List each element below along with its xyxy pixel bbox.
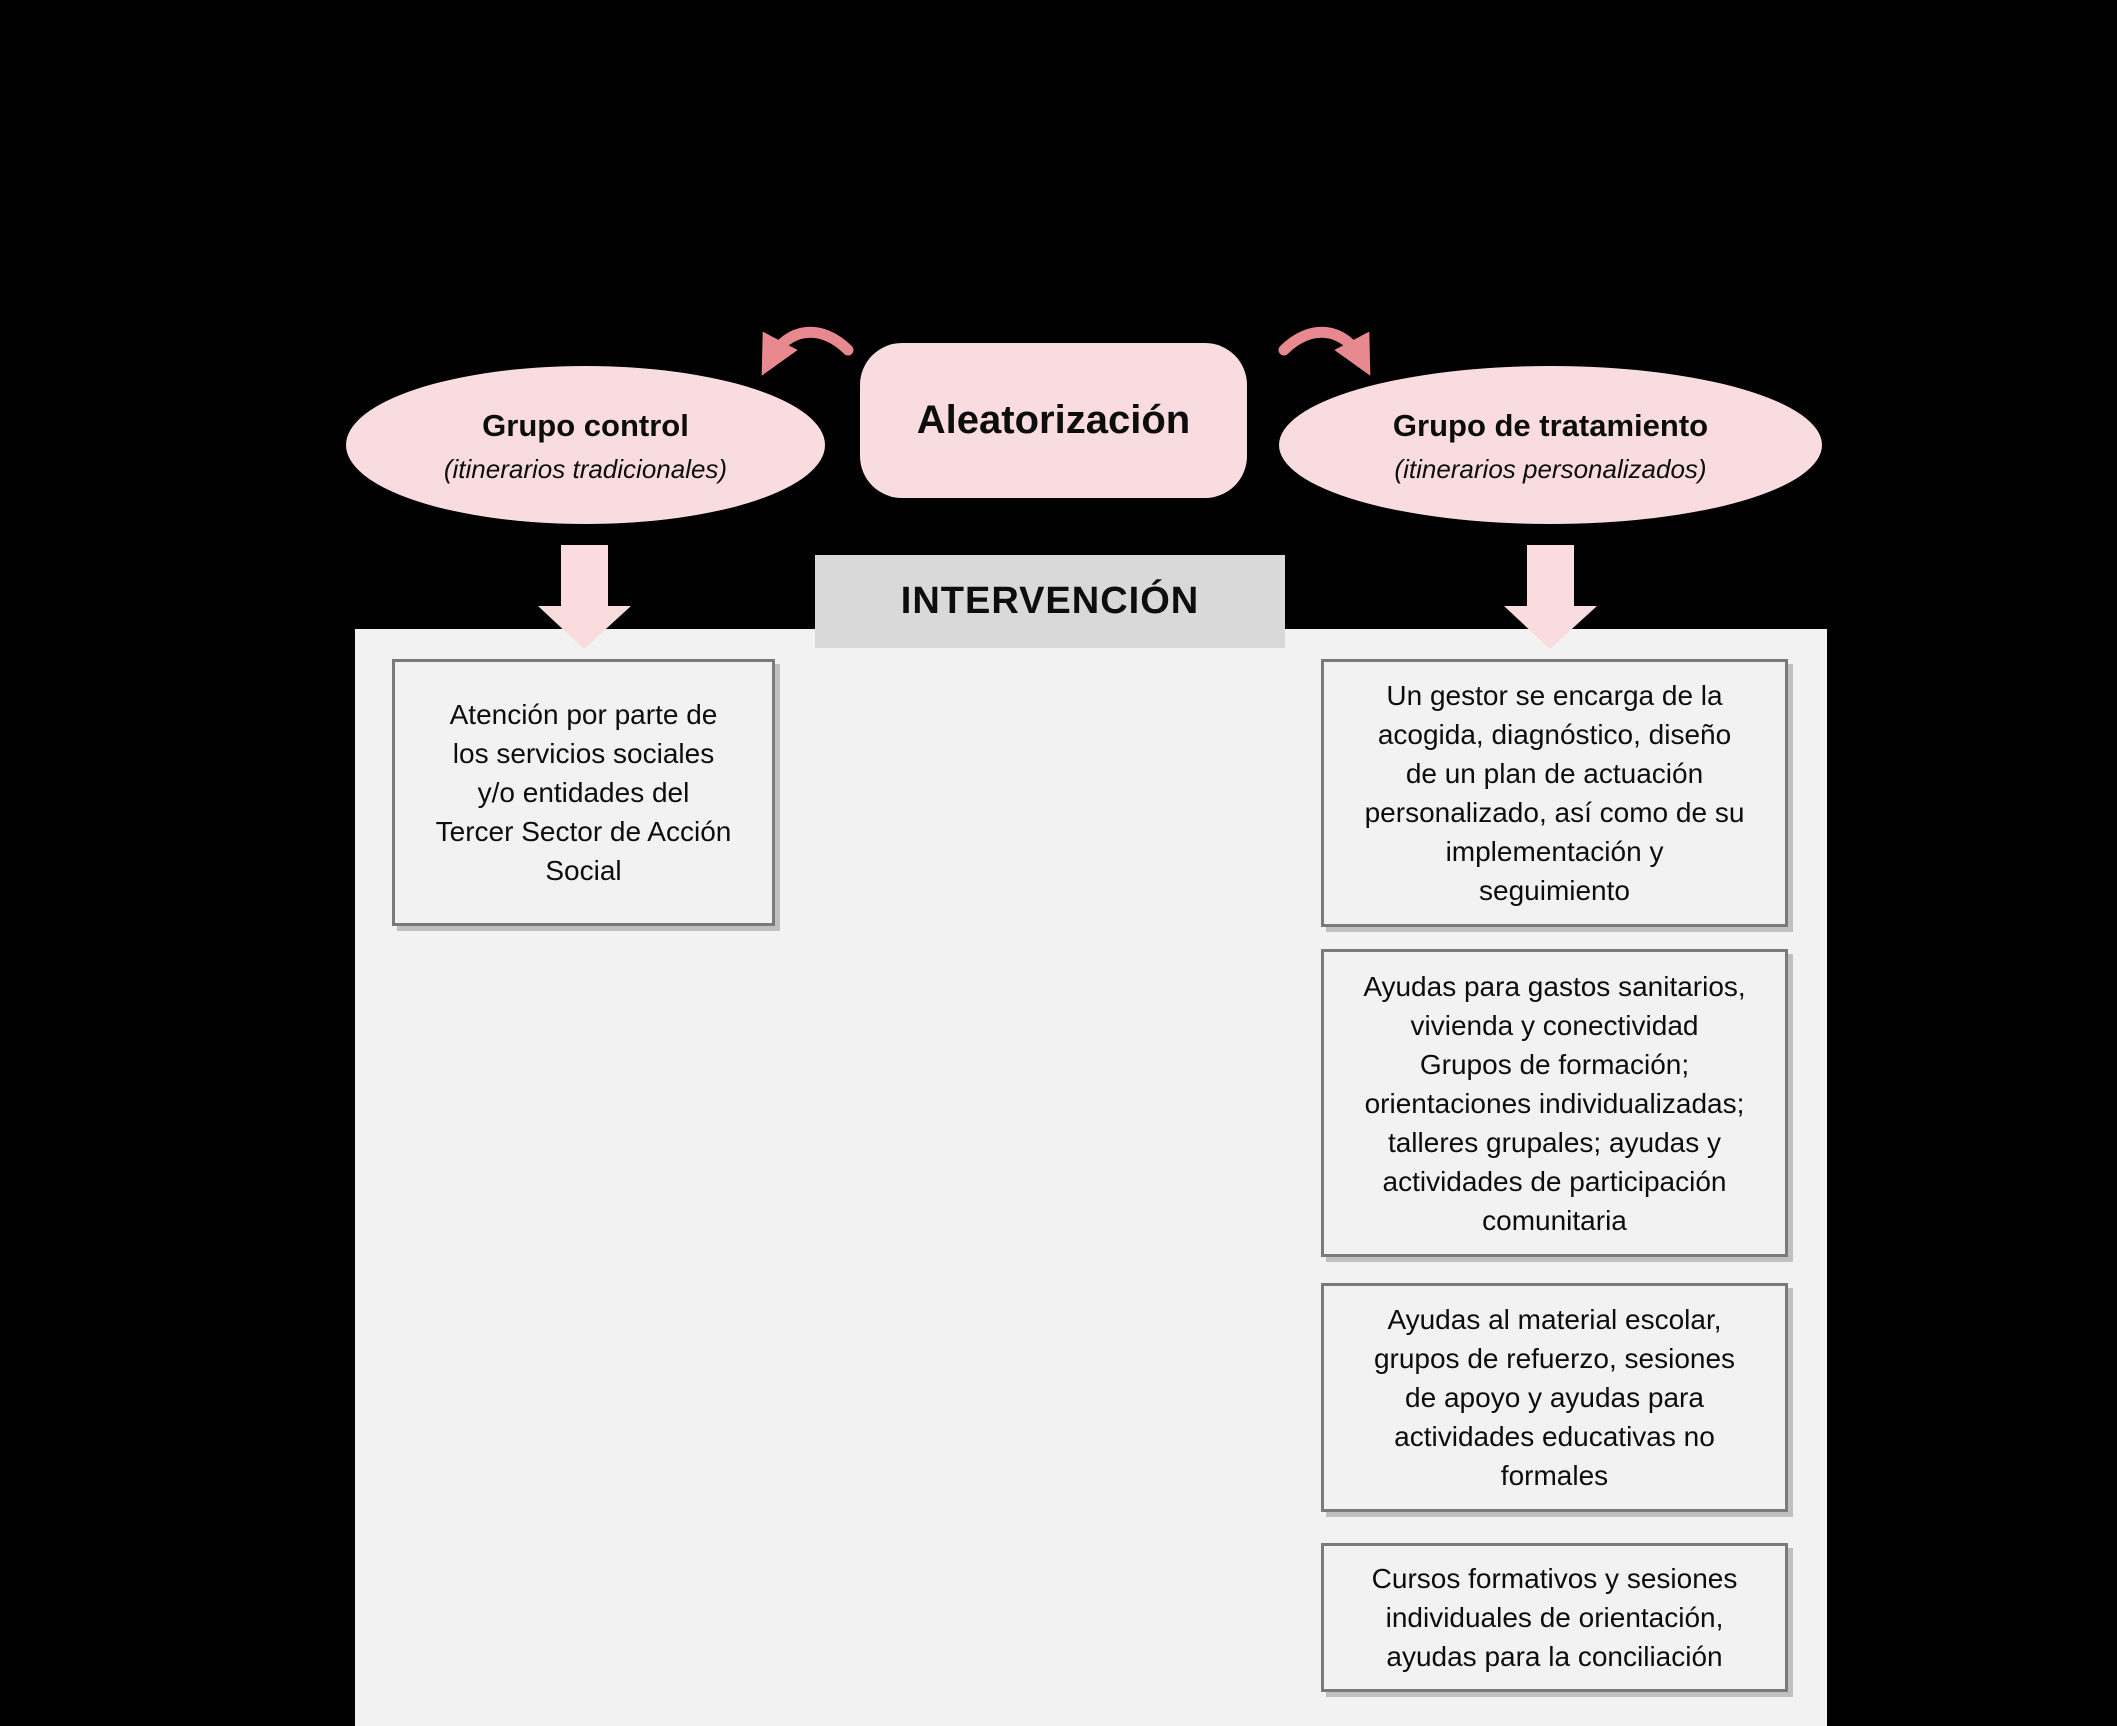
- curved-arrow-to-control-icon: [761, 326, 854, 376]
- curved-arrow-to-treatment-icon: [1278, 326, 1371, 376]
- control-group-title: Grupo control: [482, 407, 689, 443]
- treatment-group-node: Grupo de tratamiento (itinerarios person…: [1279, 366, 1822, 524]
- treatment-group-subtitle: (itinerarios personalizados): [1394, 453, 1707, 484]
- treatment-activity-text: Cursos formativos y sesiones individuale…: [1371, 1563, 1738, 1672]
- intervention-label: INTERVENCIÓN: [900, 580, 1200, 622]
- treatment-activity-text: Ayudas al material escolar, grupos de re…: [1373, 1304, 1736, 1491]
- treatment-activity-box: Un gestor se encarga de la acogida, diag…: [1321, 659, 1788, 927]
- treatment-group-title: Grupo de tratamiento: [1392, 407, 1709, 443]
- control-activity-box: Atención por parte de los servicios soci…: [392, 659, 775, 926]
- treatment-activity-text: Ayudas para gastos sanitarios, vivienda …: [1363, 970, 1746, 1236]
- randomization-label: Aleatorización: [916, 398, 1191, 442]
- randomization-node: Aleatorización: [860, 343, 1247, 498]
- control-group-subtitle: (itinerarios tradicionales): [443, 453, 728, 484]
- control-activity-text: Atención por parte de los servicios soci…: [435, 699, 732, 886]
- treatment-activity-box: Ayudas al material escolar, grupos de re…: [1321, 1283, 1788, 1512]
- treatment-activity-box: Ayudas para gastos sanitarios, vivienda …: [1321, 949, 1788, 1257]
- control-group-node: Grupo control (itinerarios tradicionales…: [346, 366, 825, 524]
- treatment-activity-box: Cursos formativos y sesiones individuale…: [1321, 1543, 1788, 1692]
- treatment-activity-text: Un gestor se encarga de la acogida, diag…: [1364, 680, 1745, 906]
- intervention-label-box: INTERVENCIÓN: [815, 555, 1285, 648]
